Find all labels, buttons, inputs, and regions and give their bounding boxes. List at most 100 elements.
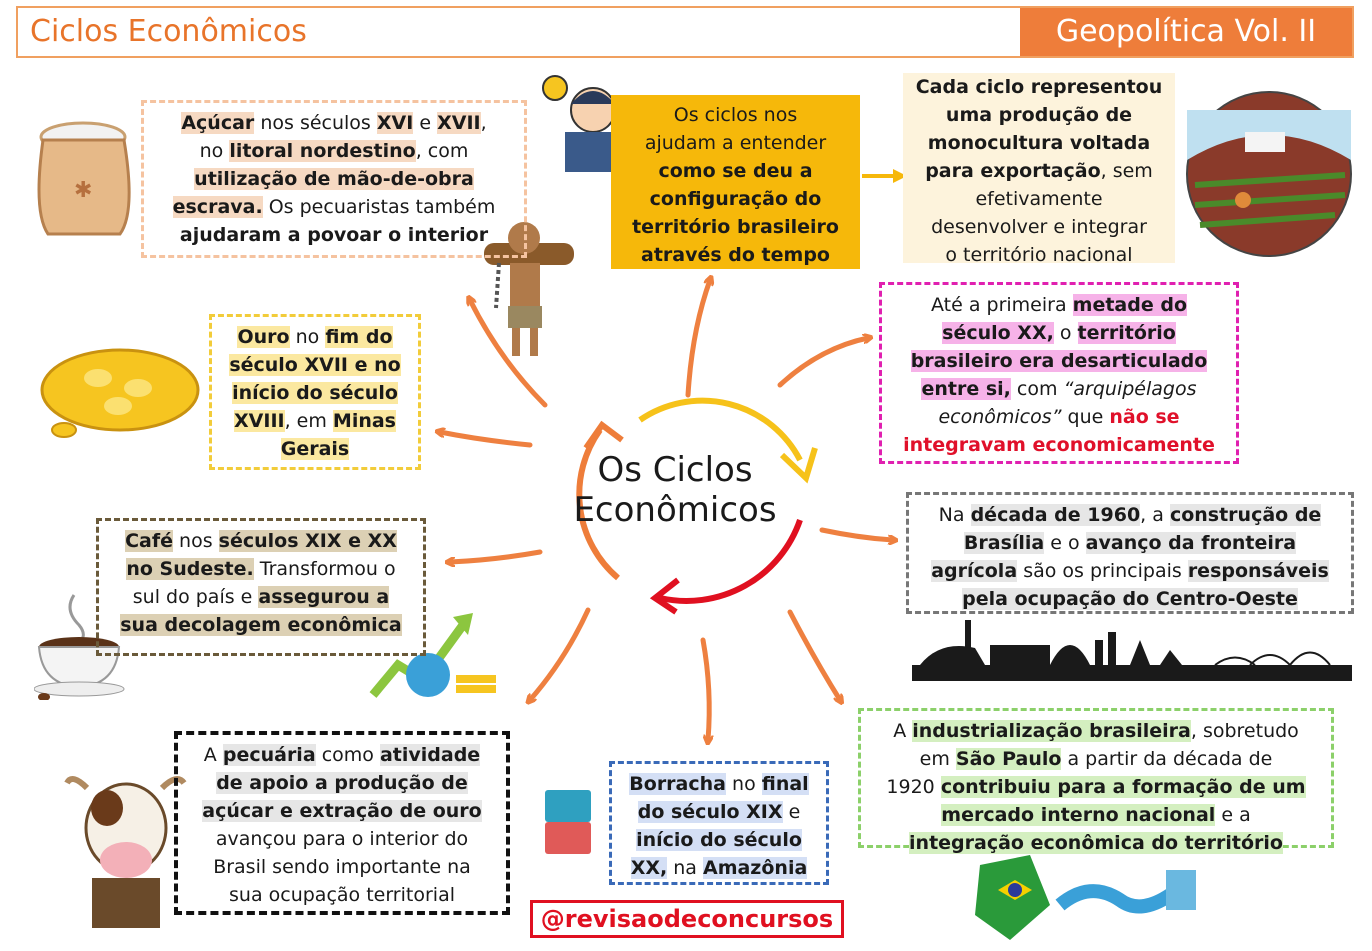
cafe-text: sul do país e: [132, 586, 259, 608]
pecuaria-text: Brasil sendo importante na: [213, 856, 471, 878]
arquipelagos-text: território: [1077, 322, 1176, 344]
cycle-arrow-yellow-head: [779, 447, 818, 484]
ciclos-ajudam-text: ajudam a entender: [644, 132, 827, 154]
acucar-text: XVI: [376, 112, 414, 134]
industria-text: em: [919, 748, 956, 770]
arrow-to-cafe: [450, 549, 543, 562]
industria-text: a partir da década de: [1061, 748, 1273, 770]
pecuaria-text: açúcar e extração de ouro: [202, 800, 482, 822]
arquipelagos-text: brasileiro era desarticulado: [910, 350, 1208, 372]
cycle-arrow-red: [659, 519, 803, 604]
pecuaria-text: pecuária: [222, 744, 316, 766]
cafe-text: assegurou a: [258, 586, 390, 608]
brasilia-text: e o: [1044, 532, 1086, 554]
cycle-arrow-orange: [576, 428, 620, 581]
ouro-text: século XVII e no: [229, 354, 401, 376]
social-handle: @revisaodeconcursos: [530, 900, 844, 938]
brasilia-text: pela ocupação do Centro-Oeste: [962, 588, 1298, 610]
ouro-text: fim do: [325, 326, 393, 348]
monocultura-text: desenvolver e integrar: [931, 216, 1147, 238]
monocultura-text: Cada ciclo representou: [915, 76, 1163, 98]
arquipelagos-text: não se: [1109, 406, 1180, 428]
ouro-text: Minas: [332, 410, 396, 432]
brasilia-text: são os principais: [1017, 560, 1188, 582]
brasilia-text: avanço da fronteira: [1085, 532, 1297, 554]
arquipelagos-text: metade do: [1072, 294, 1187, 316]
pecuaria-box: A pecuária como atividade de apoio a pro…: [174, 731, 510, 915]
ouro-text: início do século: [232, 382, 398, 404]
brasilia-text: responsáveis: [1187, 560, 1329, 582]
borracha-text: na: [667, 857, 703, 879]
industria-text: A: [893, 720, 913, 742]
acucar-text: nos séculos: [254, 112, 377, 134]
arquipelagos-text: o: [1053, 322, 1078, 344]
ouro-text: no: [289, 326, 326, 348]
acucar-box: Açúcar nos séculos XVI e XVII, no litora…: [141, 100, 527, 258]
brasilia-text: década de 1960: [970, 504, 1141, 526]
ciclos-ajudam-text: através do tempo: [641, 244, 830, 266]
brasilia-text: agrícola: [931, 560, 1018, 582]
sugar-sack-icon: ✱: [28, 112, 138, 242]
borracha-text: Borracha: [629, 773, 726, 795]
monocultura-text: para exportação: [925, 160, 1101, 182]
monocultura-box: Cada ciclo representou uma produção de m…: [903, 73, 1175, 266]
borracha-box: Borracha no final do século XIX e início…: [609, 761, 829, 885]
borracha-text: XX,: [630, 857, 668, 879]
brasilia-text: construção de: [1169, 504, 1322, 526]
arrow-to-industria: [787, 609, 840, 700]
header-bar: Ciclos Econômicos Geopolítica Vol. II: [16, 6, 1354, 58]
acucar-text: , com: [415, 140, 469, 162]
industria-text: , sobretudo: [1190, 720, 1299, 742]
acucar-text: e: [413, 112, 438, 134]
ciclos-ajudam-text: configuração do: [649, 188, 822, 210]
industria-text: mercado interno nacional: [941, 804, 1216, 826]
acucar-text: Os pecuaristas também: [262, 196, 496, 218]
monocultura-text: , sem: [1100, 160, 1153, 182]
arrow-to-borracha: [700, 637, 709, 740]
arrow-to-pecuaria: [530, 607, 591, 700]
arrow-to-arquipelagos: [777, 338, 868, 388]
acucar-text: ajudaram a povoar o interior: [179, 224, 489, 246]
pecuaria-text: avançou para o interior do: [215, 828, 469, 850]
ciclos-ajudam-text: Os ciclos nos: [673, 104, 798, 126]
growth-chart-icon: [368, 605, 503, 700]
arquipelagos-text: “arquipélagos: [1063, 378, 1197, 400]
pecuaria-text: A: [203, 744, 223, 766]
cycle-arrow-yellow: [638, 397, 803, 462]
ouro-text: XVIII: [234, 410, 285, 432]
cycle-arrow-red-head: [649, 577, 680, 615]
industria-text: integração econômica do território: [909, 832, 1283, 854]
pecuaria-text: sua ocupação territorial: [229, 884, 455, 906]
industria-text: contribuiu para a formação de um: [940, 776, 1306, 798]
svg-text:✱: ✱: [74, 178, 92, 203]
page-title: Ciclos Econômicos: [30, 14, 307, 49]
cafe-text: sua decolagem econômica: [120, 614, 402, 636]
industria-text: industrialização brasileira: [912, 720, 1191, 742]
borracha-text: do século XIX: [637, 801, 783, 823]
arquipelagos-box: Até a primeira metade do século XX, o te…: [879, 282, 1239, 464]
ouro-text: , em: [284, 410, 333, 432]
arquipelagos-text: com: [1010, 378, 1064, 400]
gold-coins-icon: [38, 330, 203, 445]
arrow-to-brasilia: [819, 527, 893, 540]
monocultura-text: efetivamente: [975, 188, 1103, 210]
acucar-text: ,: [480, 112, 487, 134]
cafe-box: Café nos séculos XIX e XX no Sudeste. Tr…: [96, 518, 426, 656]
monocultura-text: monocultura voltada: [927, 132, 1151, 154]
arquipelagos-text: século XX,: [942, 322, 1054, 344]
brasilia-skyline: [912, 620, 1352, 681]
farmland-icon: [1185, 90, 1353, 258]
arrow-to-acucar: [470, 300, 548, 408]
acucar-text: XVII: [437, 112, 481, 134]
industria-text: 1920: [886, 776, 941, 798]
acucar-text: utilização de mão-de-obra: [194, 168, 474, 190]
industria-text: e a: [1215, 804, 1251, 826]
cafe-text: no Sudeste.: [126, 558, 254, 580]
pecuaria-text: de apoio a produção de: [216, 772, 468, 794]
borracha-text: no: [726, 773, 762, 795]
industria-box: A industrialização brasileira, sobretudo…: [858, 708, 1334, 854]
arrow-to-ouro: [440, 432, 533, 448]
cafe-text: séculos XIX e XX: [218, 530, 397, 552]
arquipelagos-text: econômicos”: [938, 406, 1062, 428]
